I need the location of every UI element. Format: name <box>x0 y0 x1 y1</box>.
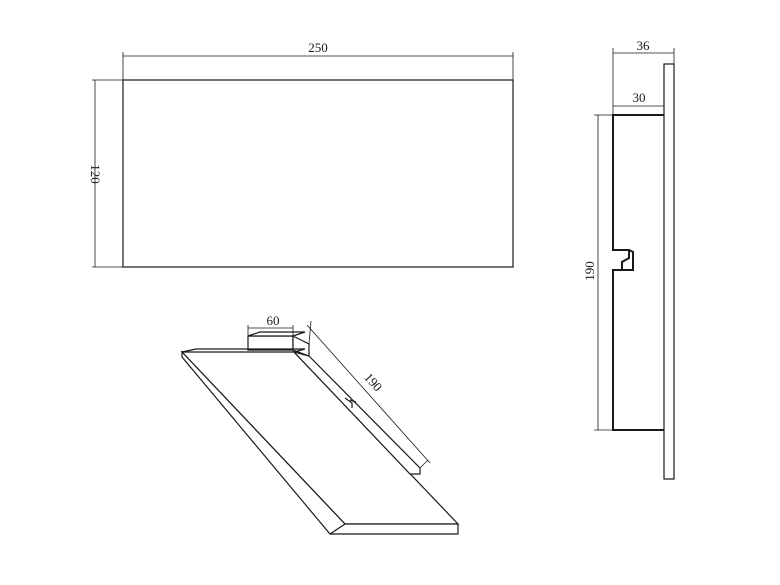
side-view: 36 30 190 <box>582 38 675 480</box>
iso-bracket-rail <box>292 350 421 475</box>
side-bracket-depth-label: 30 <box>633 90 646 105</box>
front-view: 250 120 <box>88 40 514 268</box>
front-width-dimension: 250 <box>122 40 514 80</box>
iso-view: 60 190 <box>180 313 460 535</box>
side-panel-plate <box>663 63 675 480</box>
front-panel-outline <box>122 79 514 268</box>
front-width-label: 250 <box>308 40 328 55</box>
front-height-label: 120 <box>88 164 103 184</box>
side-height-label: 190 <box>582 261 597 281</box>
side-depth-dimension: 36 <box>612 38 675 115</box>
side-bracket-block <box>612 114 664 431</box>
iso-bracket-length-label: 190 <box>361 370 385 395</box>
iso-bracket-width-dimension: 60 <box>247 313 294 336</box>
front-height-dimension: 120 <box>88 79 123 268</box>
side-bracket-depth-dimension: 30 <box>613 90 664 107</box>
iso-bracket-width-label: 60 <box>267 313 280 328</box>
side-height-dimension: 190 <box>582 114 613 431</box>
side-depth-label: 36 <box>637 38 651 53</box>
